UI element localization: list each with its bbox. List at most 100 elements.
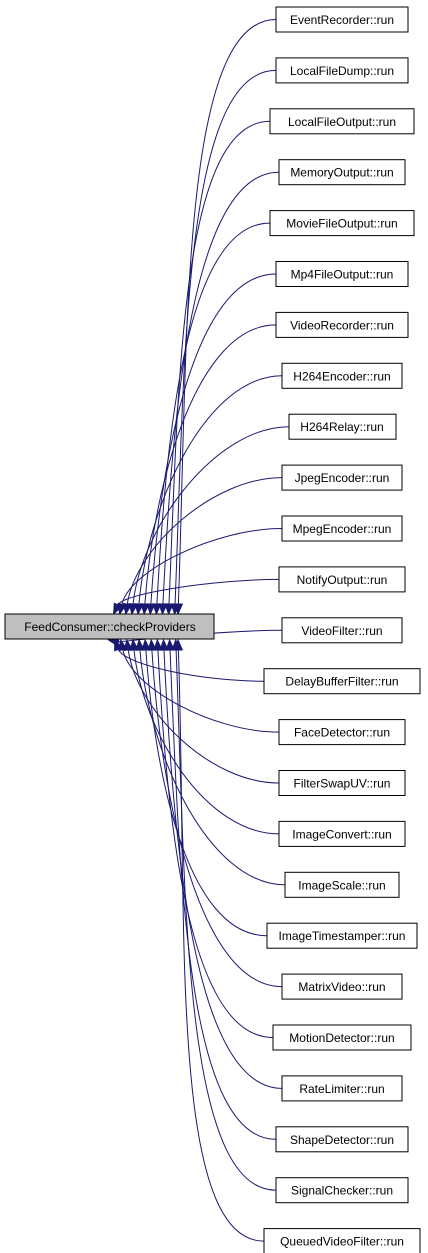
root-node[interactable]: FeedConsumer::checkProviders	[4, 613, 215, 640]
caller-node-box	[263, 1228, 421, 1253]
caller-node-mpegencoder-run[interactable]: MpegEncoder::run	[281, 515, 403, 542]
caller-node-label: MotionDetector::run	[289, 1031, 394, 1045]
caller-node-box	[275, 311, 409, 338]
caller-node-label: MovieFileOutput::run	[286, 217, 397, 231]
caller-node-box	[275, 1177, 409, 1204]
call-edge-arrowhead	[173, 638, 184, 651]
call-edges	[107, 19, 290, 1242]
call-edge-facedetector-run	[118, 638, 280, 733]
call-edge-h264relay-run	[128, 426, 290, 616]
call-edge-line	[122, 649, 280, 733]
caller-node-box	[275, 261, 409, 287]
caller-node-box	[275, 57, 409, 84]
caller-node-label: ShapeDetector::run	[290, 1133, 394, 1147]
call-edge-h264encoder-run	[134, 375, 283, 616]
caller-node-box	[269, 210, 415, 237]
call-edge-line	[133, 649, 280, 835]
caller-node-label: JpegEncoder::run	[295, 471, 390, 485]
call-edge-arrowhead	[134, 603, 144, 616]
call-edge-line	[117, 649, 265, 682]
caller-node-box	[278, 820, 406, 847]
caller-node-ratelimiter-run[interactable]: RateLimiter::run	[281, 1075, 403, 1102]
root-node-label: FeedConsumer::checkProviders	[24, 620, 195, 634]
caller-node-imagetimestamper-run[interactable]: ImageTimestamper::run	[266, 922, 418, 949]
call-edge-line	[163, 649, 283, 1089]
caller-node-label: LocalFileOutput::run	[288, 115, 396, 129]
caller-node-label: Mp4FileOutput::run	[291, 268, 394, 282]
caller-node-localfiledump-run[interactable]: LocalFileDump::run	[275, 57, 409, 84]
caller-node-box	[281, 362, 403, 389]
call-edge-arrowhead	[152, 603, 162, 616]
caller-node-mp4fileoutput-run[interactable]: Mp4FileOutput::run	[275, 261, 409, 287]
caller-node-jpegencoder-run[interactable]: JpegEncoder::run	[281, 464, 403, 491]
call-edge-line	[162, 171, 280, 605]
caller-node-signalchecker-run[interactable]: SignalChecker::run	[275, 1177, 409, 1204]
call-edge-arrowhead	[170, 603, 180, 616]
call-edge-line	[126, 477, 283, 605]
caller-node-label: LocalFileDump::run	[290, 64, 394, 78]
caller-node-imageconvert-run[interactable]: ImageConvert::run	[278, 820, 406, 847]
caller-node-imagescale-run[interactable]: ImageScale::run	[284, 871, 400, 898]
caller-node-h264encoder-run[interactable]: H264Encoder::run	[281, 362, 403, 389]
caller-node-box	[275, 6, 409, 33]
call-edge-queuedvideofilter-run	[173, 638, 265, 1242]
call-edge-videorecorder-run	[140, 324, 277, 616]
caller-node-box	[281, 617, 403, 644]
caller-node-box	[288, 413, 397, 440]
caller-node-queuedvideofilter-run[interactable]: QueuedVideoFilter::run	[263, 1228, 421, 1253]
call-edge-filterswapuv-run	[123, 638, 280, 784]
call-edge-notifyoutput-run	[113, 578, 280, 616]
call-edge-line	[121, 528, 283, 605]
caller-node-delaybufferfilter-run[interactable]: DelayBufferFilter::run	[263, 668, 421, 695]
call-edge-memoryoutput-run	[158, 171, 280, 616]
caller-node-notifyoutput-run[interactable]: NotifyOutput::run	[278, 566, 406, 593]
caller-node-box	[284, 871, 400, 898]
call-edge-line	[145, 649, 268, 937]
call-edge-arrowhead	[153, 638, 163, 651]
caller-node-box	[266, 922, 418, 949]
caller-node-label: RateLimiter::run	[299, 1082, 384, 1096]
caller-node-label: EventRecorder::run	[290, 13, 394, 27]
caller-node-box	[269, 108, 415, 135]
caller-node-box	[281, 464, 403, 491]
call-edge-line	[156, 222, 271, 605]
caller-node-eventrecorder-run[interactable]: EventRecorder::run	[275, 6, 409, 33]
call-edge-arrowhead	[135, 638, 145, 651]
caller-node-box	[281, 515, 403, 542]
caller-node-videofilter-run[interactable]: VideoFilter::run	[281, 617, 403, 644]
call-edge-line	[132, 426, 290, 605]
call-edge-line	[175, 649, 277, 1191]
caller-node-filterswapuv-run[interactable]: FilterSwapUV::run	[278, 770, 406, 796]
call-edge-line	[139, 649, 286, 886]
caller-node-label: QueuedVideoFilter::run	[280, 1235, 404, 1249]
caller-node-label: VideoRecorder::run	[290, 318, 394, 332]
call-edge-imagescale-run	[135, 638, 286, 886]
call-edge-shapedetector-run	[165, 638, 277, 1140]
caller-node-box	[278, 566, 406, 593]
caller-node-shapedetector-run[interactable]: ShapeDetector::run	[275, 1126, 409, 1153]
caller-node-h264relay-run[interactable]: H264Relay::run	[288, 413, 397, 440]
caller-node-label: H264Encoder::run	[293, 369, 390, 383]
call-edge-arrowhead	[164, 603, 174, 616]
caller-node-label: VideoFilter::run	[301, 624, 382, 638]
call-edge-line	[117, 578, 280, 606]
call-edge-signalchecker-run	[171, 638, 277, 1191]
caller-node-matrixvideo-run[interactable]: MatrixVideo::run	[281, 973, 403, 1000]
call-edge-arrowhead	[146, 603, 156, 616]
caller-node-label: FilterSwapUV::run	[294, 777, 391, 791]
call-edge-arrowhead	[165, 638, 175, 651]
call-edge-line	[150, 273, 277, 605]
call-edge-moviefileoutput-run	[152, 222, 271, 616]
call-edge-arrowhead	[140, 603, 150, 616]
caller-node-facedetector-run[interactable]: FaceDetector::run	[278, 719, 406, 746]
call-edge-arrowhead	[129, 638, 139, 651]
caller-node-memoryoutput-run[interactable]: MemoryOutput::run	[278, 159, 406, 186]
caller-node-videorecorder-run[interactable]: VideoRecorder::run	[275, 311, 409, 338]
caller-node-label: MemoryOutput::run	[290, 166, 393, 180]
caller-node-label: MatrixVideo::run	[298, 980, 385, 994]
caller-node-localfileoutput-run[interactable]: LocalFileOutput::run	[269, 108, 415, 135]
caller-node-motiondetector-run[interactable]: MotionDetector::run	[272, 1024, 412, 1051]
caller-node-moviefileoutput-run[interactable]: MovieFileOutput::run	[269, 210, 415, 237]
call-edge-arrowhead	[147, 638, 157, 651]
call-edge-imageconvert-run	[129, 638, 280, 835]
